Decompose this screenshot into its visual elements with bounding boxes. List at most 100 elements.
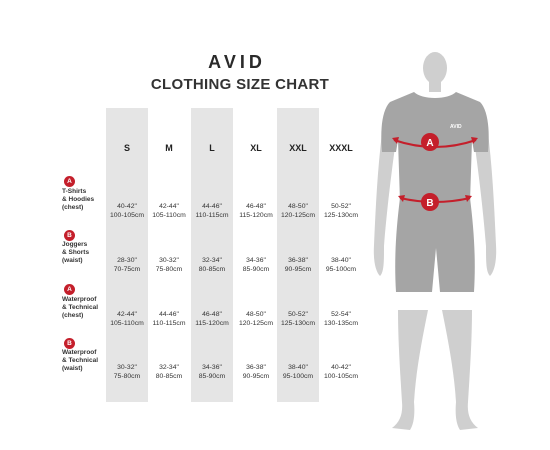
size-inches: 50-52": [331, 203, 351, 210]
row-label: Joggers& Shorts(waist): [62, 241, 112, 265]
row-label-line: Waterproof: [62, 296, 97, 303]
chest-marker-badge: [421, 133, 439, 151]
size-cell: 36-38" 90-95cm: [232, 363, 280, 381]
size-cell: 42-44" 105-110cm: [145, 202, 193, 220]
size-inches: 32-34": [202, 257, 222, 264]
size-cell: 40-42"100-105cm: [103, 202, 151, 220]
row-label-line: (chest): [62, 204, 84, 211]
size-inches: 30-32": [159, 257, 179, 264]
size-cell: 48-50" 120-125cm: [274, 202, 322, 220]
size-inches: 44-46": [202, 203, 222, 210]
chest-arrow-left: [392, 137, 399, 144]
size-cell: 42-44" 105-110cm: [103, 310, 151, 328]
size-inches: 52-54": [331, 311, 351, 318]
size-inches: 34-36": [202, 364, 222, 371]
size-cell: 50-52" 125-130cm: [317, 202, 365, 220]
logo-text: AVID: [208, 52, 266, 72]
figure-left-arm: [373, 118, 396, 276]
waist-marker-label: B: [426, 198, 433, 209]
measure-badge: B: [64, 338, 75, 349]
size-inches: 32-34": [159, 364, 179, 371]
row-label-line: Joggers: [62, 241, 88, 248]
size-cell: 38-40" 95-100cm: [274, 363, 322, 381]
size-header-xl: XL: [250, 143, 262, 153]
size-inches: 28-30": [117, 257, 137, 264]
size-cell: 34-36" 85-90cm: [232, 256, 280, 274]
size-inches: 40-42": [331, 364, 351, 371]
size-header-xxl: XXL: [289, 143, 307, 153]
waist-marker-badge: [421, 193, 439, 211]
size-cell: 46-48" 115-120cm: [188, 310, 236, 328]
size-inches: 48-50": [288, 203, 308, 210]
size-header-s: S: [123, 143, 130, 153]
size-inches: 46-48": [246, 203, 266, 210]
row-label-line: & Shorts: [62, 249, 90, 256]
size-cell: 52-54" 130-135cm: [317, 310, 365, 328]
size-cm: 95-100cm: [282, 373, 314, 380]
waist-arrow-left: [398, 195, 405, 202]
garment-logo: AVID: [450, 124, 462, 130]
size-cell: 44-46"110-115cm: [145, 310, 193, 328]
size-cell: 36-38" 90-95cm: [274, 256, 322, 274]
row-label: Waterproof& Technical(waist): [62, 349, 112, 373]
size-cm: 85-90cm: [198, 373, 226, 380]
measure-badge: B: [64, 230, 75, 241]
size-cell: 32-34"80-85cm: [145, 363, 193, 381]
row-label-line: & Hoodies: [62, 196, 95, 203]
size-cell: 30-32" 75-80cm: [103, 363, 151, 381]
size-cell: 48-50"120-125cm: [232, 310, 280, 328]
size-cell: 30-32" 75-80cm: [145, 256, 193, 274]
figure-right-arm: [474, 118, 497, 276]
size-cell: 46-48" 115-120cm: [232, 202, 280, 220]
size-cm: 85-90cm: [242, 266, 270, 273]
waist-arrow-right: [465, 195, 472, 202]
size-cm: 115-120cm: [195, 320, 229, 327]
size-cm: 90-95cm: [242, 373, 270, 380]
size-cell: 40-42"100-105cm: [317, 363, 365, 381]
size-cm: 90-95cm: [284, 266, 312, 273]
size-cell: 50-52" 125-130cm: [274, 310, 322, 328]
size-cm: 120-125cm: [280, 212, 315, 219]
measure-badge: A: [64, 176, 75, 187]
size-cm: 100-105cm: [109, 212, 144, 219]
size-cm: 130-135cm: [323, 320, 358, 327]
size-header-l: L: [209, 143, 215, 153]
measure-badge: A: [64, 284, 75, 295]
size-cm: 75-80cm: [155, 266, 183, 273]
size-inches: 36-38": [288, 257, 308, 264]
size-inches: 34-36": [246, 257, 266, 264]
size-inches: 46-48": [202, 311, 222, 318]
size-header-m: M: [165, 143, 173, 153]
size-cm: 125-130cm: [280, 320, 315, 327]
size-cm: 75-80cm: [113, 373, 141, 380]
size-inches: 38-40": [288, 364, 308, 371]
size-inches: 50-52": [288, 311, 308, 318]
size-column-band: [148, 108, 190, 402]
size-inches: 36-38": [246, 364, 266, 371]
size-cm: 110-115cm: [152, 320, 186, 327]
size-inches: 42-44": [117, 311, 137, 318]
size-inches: 30-32": [117, 364, 137, 371]
size-cm: 120-125cm: [238, 320, 273, 327]
size-inches: 42-44": [159, 203, 179, 210]
size-cm: 110-115cm: [195, 212, 229, 219]
size-cm: 105-110cm: [152, 212, 186, 219]
size-cm: 80-85cm: [198, 266, 226, 273]
page-title: CLOTHING SIZE CHART: [150, 76, 330, 93]
row-label-line: T-Shirts: [62, 188, 87, 195]
size-cell: 34-36" 85-90cm: [188, 363, 236, 381]
figure-head: [423, 52, 447, 84]
figure-left-leg: [392, 310, 428, 430]
size-column-band: [191, 108, 233, 402]
size-cell: 32-34" 80-85cm: [188, 256, 236, 274]
size-cm: 105-110cm: [110, 320, 144, 327]
row-label-line: Waterproof: [62, 349, 97, 356]
size-cm: 95-100cm: [325, 266, 357, 273]
size-cm: 115-120cm: [239, 212, 273, 219]
figure-right-leg: [442, 310, 478, 430]
size-header-xxxl: XXXL: [329, 143, 353, 153]
chest-marker-label: A: [426, 138, 433, 149]
size-cell: 38-40"95-100cm: [317, 256, 365, 274]
avid-logo: AVID: [208, 52, 266, 72]
size-cm: 125-130cm: [323, 212, 358, 219]
